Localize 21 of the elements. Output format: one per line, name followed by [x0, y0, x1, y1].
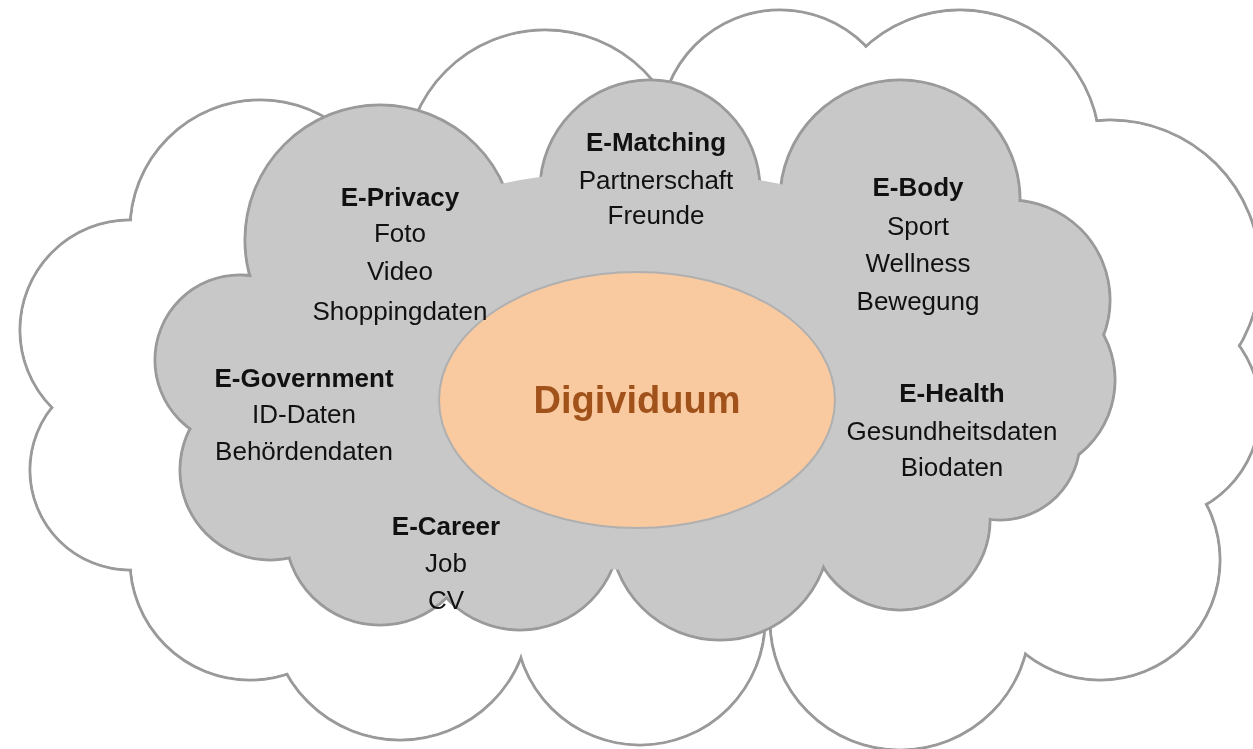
- category-heading: E-Privacy: [340, 181, 460, 213]
- data-label: Shoppingdaten: [312, 295, 488, 327]
- category-heading: E-Career: [391, 510, 501, 542]
- category-heading: E-Health: [899, 377, 1005, 409]
- data-label: Foto: [374, 217, 426, 249]
- data-label: ID-Daten: [252, 398, 356, 430]
- data-label: Behördendaten: [215, 435, 393, 467]
- data-label: Video: [367, 255, 433, 287]
- category-heading: E-Body: [872, 171, 964, 203]
- data-label: CV: [427, 584, 465, 616]
- center-title: Digividuum: [533, 378, 741, 422]
- data-label: Bewegung: [856, 285, 980, 317]
- data-label: Gesundheitsdaten: [846, 415, 1058, 447]
- data-label: Job: [425, 547, 467, 579]
- data-label: Sport: [886, 210, 950, 242]
- category-heading: E-Matching: [585, 126, 727, 158]
- data-label: Biodaten: [900, 451, 1004, 483]
- category-heading: E-Government: [214, 362, 394, 394]
- data-label: Freunde: [607, 199, 705, 231]
- data-label: Wellness: [865, 247, 971, 279]
- data-label: Partnerschaft: [578, 164, 734, 196]
